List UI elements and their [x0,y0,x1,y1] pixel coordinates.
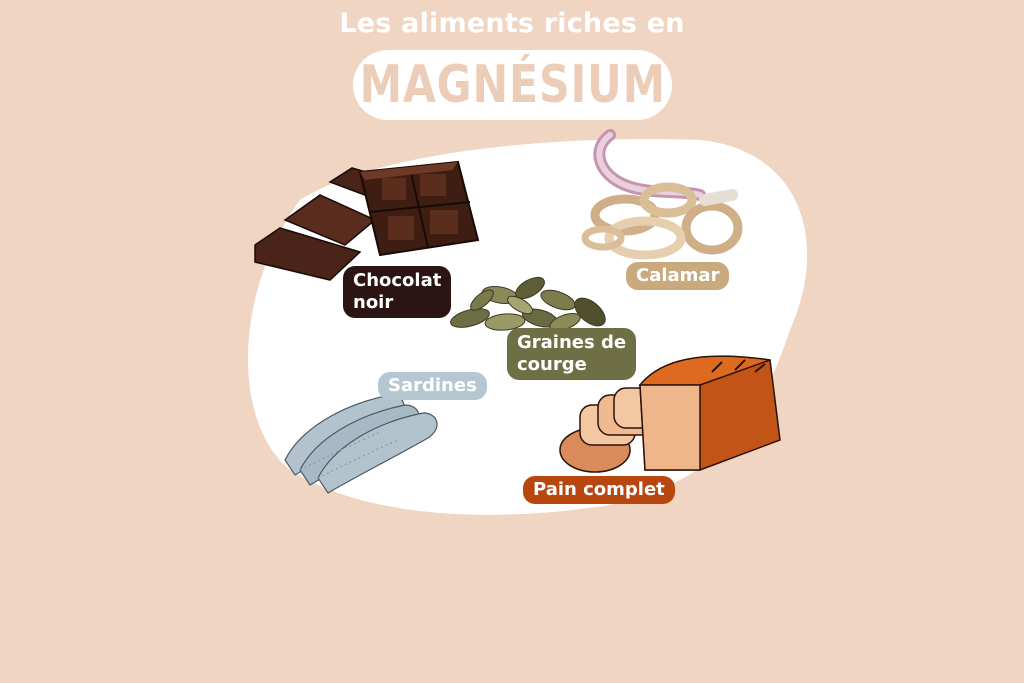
food-label-line: noir [353,292,394,313]
food-label-text: Sardines [388,375,477,396]
food-label-line: courge [517,354,587,375]
food-label-text: Pain complet [533,479,665,500]
title-banner: MAGNÉSIUM [353,50,672,120]
food-label-chocolat-noir: Chocolat noir [343,266,452,318]
food-label-sardines: Sardines [378,372,487,400]
food-label-graines-de-courge: Graines de courge [507,328,637,380]
page-subtitle: Les aliments riches en [339,8,685,39]
sardines-icon [284,394,438,494]
pumpkin-seeds-icon [450,276,606,332]
food-label-line: Graines de [517,332,627,353]
food-label-line: Chocolat [353,270,442,291]
squid-icon [581,129,743,260]
chocolate-icon [254,160,480,281]
page-title: MAGNÉSIUM [359,55,666,115]
bread-icon [559,355,781,473]
food-label-pain-complet: Pain complet [523,476,675,504]
food-label-text: Calamar [636,265,720,286]
food-label-calamar: Calamar [626,262,730,290]
